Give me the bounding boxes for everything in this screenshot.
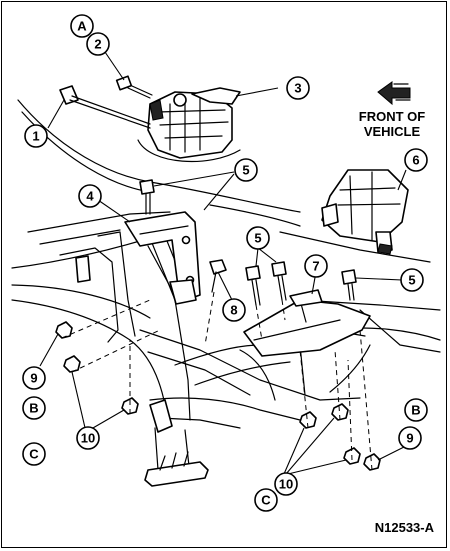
callout-3: 3 [286,76,310,100]
svg-text:10: 10 [279,477,293,492]
callout-7: 7 [304,254,328,278]
svg-text:6: 6 [412,153,419,168]
callout-10b: 10 [274,472,298,496]
callout-9a: 9 [22,366,46,390]
svg-text:7: 7 [312,259,319,274]
svg-text:3: 3 [294,81,301,96]
part-7-support [243,289,371,357]
svg-text:2: 2 [94,37,101,52]
callout-5b: 5 [246,226,270,250]
svg-text:5: 5 [254,231,261,246]
svg-text:5: 5 [242,163,249,178]
part-6-insulator [321,169,409,255]
callout-5a: 5 [234,158,258,182]
front-arrow [377,81,411,106]
callouts: A 2 3 1 6 5 4 [22,14,428,512]
figure-id: N12533-A [375,520,435,535]
svg-text:10: 10 [81,431,95,446]
svg-text:5: 5 [408,273,415,288]
callout-Cb: C [254,488,278,512]
callout-9b: 9 [398,426,422,450]
svg-text:8: 8 [230,303,237,318]
callout-4: 4 [78,184,102,208]
callout-A: A [70,14,94,38]
nuts [55,259,381,471]
bolts-5 [139,179,357,306]
svg-text:9: 9 [30,371,37,386]
part-2-bolt [115,75,153,99]
svg-text:1: 1 [32,129,39,144]
part-4-bracket [124,211,201,305]
frame-structure [11,99,441,487]
callout-Ba: B [22,396,46,420]
svg-text:B: B [29,401,38,416]
svg-text:9: 9 [406,431,413,446]
callout-6: 6 [404,148,428,172]
part-3-mount-upper [137,87,241,163]
svg-text:4: 4 [86,189,94,204]
svg-text:A: A [77,19,87,34]
front-label-line1: FRONT OF [359,109,425,124]
callout-1: 1 [24,124,48,148]
callout-10a: 10 [76,426,100,450]
callout-Ca: C [22,442,46,466]
callout-8: 8 [222,298,246,322]
callout-Bb: B [404,398,428,422]
svg-text:C: C [261,493,271,508]
part-1-stud [59,85,151,129]
callout-5c: 5 [400,268,424,292]
alignment-lines [61,291,373,471]
callout-2: 2 [86,32,110,56]
svg-text:B: B [411,403,420,418]
front-label-line2: VEHICLE [364,124,421,139]
svg-text:C: C [29,447,39,462]
